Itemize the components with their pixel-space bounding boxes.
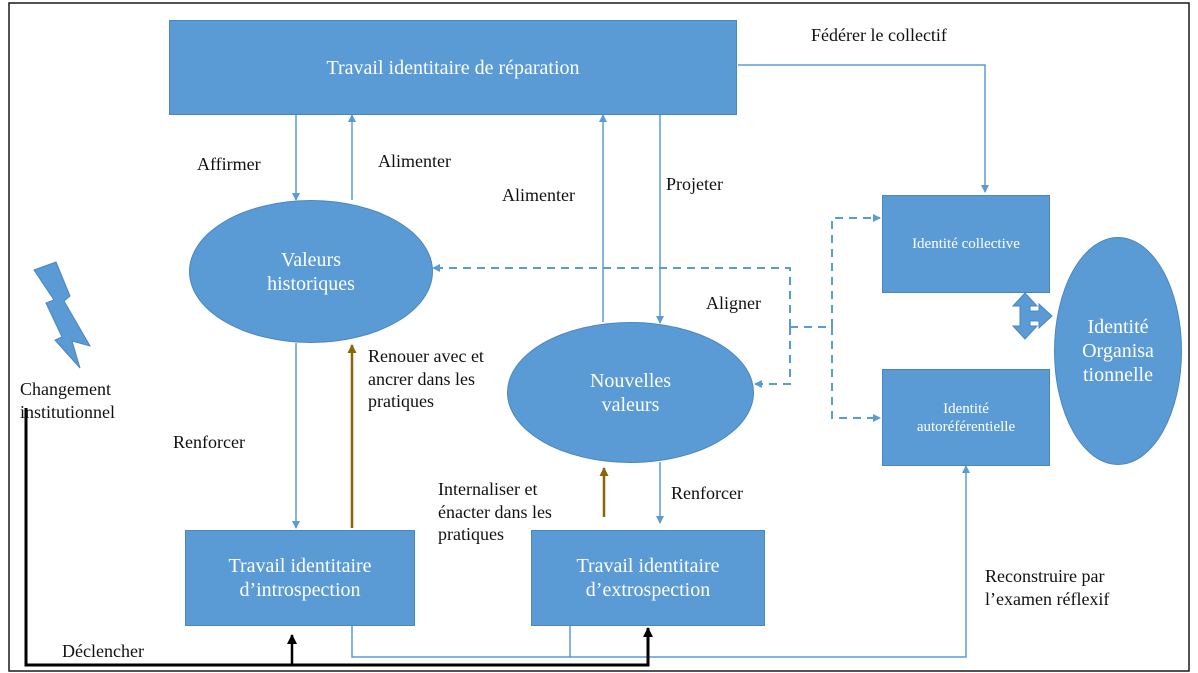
node-identite-autoreferentielle: Identité autoréférentielle xyxy=(882,369,1050,466)
node-introspection-label: Travail identitaire d’introspection xyxy=(228,555,372,601)
label-renforcer-right: Renforcer xyxy=(671,483,743,503)
node-extrospection: Travail identitaire d’extrospection xyxy=(531,530,765,626)
arrow-federer xyxy=(738,64,989,193)
label-federer: Fédérer le collectif xyxy=(811,25,947,45)
label-reconstruire: Reconstruire par l’examen réflexif xyxy=(985,566,1110,609)
node-extrospection-label: Travail identitaire d’extrospection xyxy=(576,555,720,601)
node-nouvelles-valeurs-label: Nouvelles valeurs xyxy=(589,369,672,416)
label-alimenter-mid: Alimenter xyxy=(502,185,575,205)
label-internaliser: Internaliser et énacter dans les pratiqu… xyxy=(438,479,552,544)
node-identite-autoreferentielle-label: Identité autoréférentielle xyxy=(916,400,1016,435)
diagram-frame xyxy=(8,2,1190,672)
label-aligner: Aligner xyxy=(706,293,761,313)
node-introspection: Travail identitaire d’introspection xyxy=(185,530,415,626)
label-changement: Changement institutionnel xyxy=(20,379,116,422)
node-valeurs-historiques: Valeurs historiques xyxy=(189,200,433,343)
node-identite-organisationnelle-label: Identité Organisa tionnelle xyxy=(1082,316,1154,386)
label-projeter: Projeter xyxy=(666,174,723,194)
node-identite-organisationnelle: Identité Organisa tionnelle xyxy=(1054,237,1182,465)
lightning-bolt-icon xyxy=(33,261,92,369)
label-alimenter-left: Alimenter xyxy=(378,151,451,171)
label-declencher: Déclencher xyxy=(62,641,144,661)
arrow-aligner-nouvelles xyxy=(754,327,791,388)
node-identite-collective-label: Identité collective xyxy=(912,236,1020,252)
node-reparation-label: Travail identitaire de réparation xyxy=(326,56,580,79)
label-affirmer: Affirmer xyxy=(197,154,261,174)
arrow-declencher xyxy=(24,408,653,667)
arrow-reconstruire xyxy=(351,465,970,658)
node-nouvelles-valeurs: Nouvelles valeurs xyxy=(507,322,754,463)
node-identite-collective: Identité collective xyxy=(882,195,1050,293)
double-arrow-identities xyxy=(1011,292,1053,340)
arrow-aligner-collective xyxy=(831,214,881,327)
node-reparation: Travail identitaire de réparation xyxy=(169,20,737,115)
label-renouer: Renouer avec et ancrer dans les pratique… xyxy=(368,346,484,411)
label-renforcer-left: Renforcer xyxy=(173,432,245,452)
arrow-aligner-historiques xyxy=(432,264,791,327)
node-valeurs-historiques-label: Valeurs historiques xyxy=(267,248,355,295)
arrow-aligner-autoreferentielle xyxy=(831,327,881,422)
